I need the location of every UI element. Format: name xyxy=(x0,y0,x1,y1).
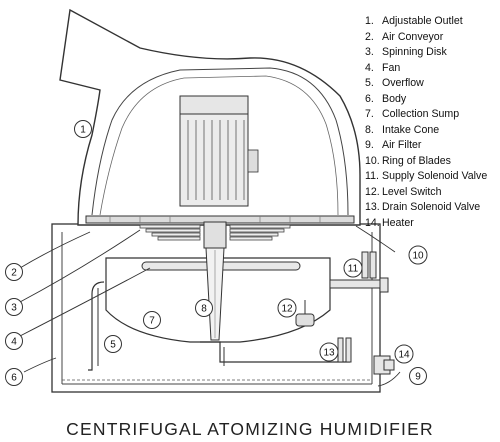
svg-text:12: 12 xyxy=(281,304,293,315)
legend-item: 7.Collection Sump xyxy=(365,108,460,120)
heater xyxy=(373,355,395,375)
motor-terminal-box xyxy=(247,149,259,173)
svg-text:6: 6 xyxy=(11,373,17,384)
svg-text:7: 7 xyxy=(149,316,155,327)
callout-11: 11 xyxy=(343,258,363,278)
legend-item: 6.Body xyxy=(365,92,407,105)
svg-text:13: 13 xyxy=(323,348,335,359)
svg-text:8: 8 xyxy=(201,304,207,315)
callout-1: 1 xyxy=(74,120,92,138)
svg-text:4: 4 xyxy=(11,337,17,348)
legend-item: 12.Level Switch xyxy=(365,185,442,198)
callout-9: 9 xyxy=(409,367,427,385)
diagram-title: CENTRIFUGAL ATOMIZING HUMIDIFIER xyxy=(66,419,434,439)
callout-14: 14 xyxy=(394,344,414,364)
legend-item: 4.Fan xyxy=(365,61,401,74)
callout-leaders xyxy=(19,225,401,387)
disk-hub xyxy=(203,221,227,249)
blade-lines xyxy=(109,216,321,223)
legend-item: 2.Air Conveyor xyxy=(365,30,444,43)
motor-cap xyxy=(179,95,249,115)
legend-item: 8.Intake Cone xyxy=(365,123,440,136)
callout-6: 6 xyxy=(5,368,23,386)
legend-item: 3.Spinning Disk xyxy=(365,46,447,58)
legend-item: 1.Adjustable Outlet xyxy=(365,15,463,27)
callout-7: 7 xyxy=(143,311,161,329)
legend-item: 9.Air Filter xyxy=(365,139,422,151)
svg-text:3: 3 xyxy=(11,303,17,314)
legend-item: 11.Supply Solenoid Valve xyxy=(365,170,488,182)
overflow-pipe xyxy=(88,281,105,371)
svg-text:2: 2 xyxy=(11,268,17,279)
air-conveyor xyxy=(91,67,349,216)
svg-text:11: 11 xyxy=(348,264,359,275)
motor-fins xyxy=(187,120,245,200)
fan-motor xyxy=(179,113,249,207)
conveyor-inner-line xyxy=(99,75,339,216)
svg-text:9: 9 xyxy=(415,372,421,383)
svg-text:1: 1 xyxy=(80,125,86,136)
drain-pipe xyxy=(200,341,350,363)
callout-4: 4 xyxy=(5,332,23,350)
supply-solenoid-valve xyxy=(329,251,389,293)
legend-item: 13.Drain Solenoid Valve xyxy=(365,201,481,213)
callout-3: 3 xyxy=(5,298,23,316)
callout-13: 13 xyxy=(319,342,339,362)
svg-text:10: 10 xyxy=(412,251,424,262)
legend-item: 14.Heater xyxy=(365,216,414,229)
legend-item: 10.Ring of Blades xyxy=(365,154,451,167)
callout-markers: 1 2 3 4 5 6 7 8 9 10 11 12 13 14 xyxy=(5,120,428,386)
parts-legend: 1.Adjustable Outlet 2.Air Conveyor 3.Spi… xyxy=(365,14,487,231)
callout-12: 12 xyxy=(277,298,297,318)
callout-2: 2 xyxy=(5,263,23,281)
level-switch xyxy=(295,313,315,327)
spinning-disk xyxy=(139,224,291,241)
callout-10: 10 xyxy=(408,245,428,265)
svg-text:5: 5 xyxy=(110,340,116,351)
svg-text:14: 14 xyxy=(398,350,410,361)
callout-5: 5 xyxy=(104,335,122,353)
callout-8: 8 xyxy=(195,299,213,317)
legend-item: 5.Overflow xyxy=(365,77,424,89)
drain-solenoid-valve xyxy=(337,337,352,363)
